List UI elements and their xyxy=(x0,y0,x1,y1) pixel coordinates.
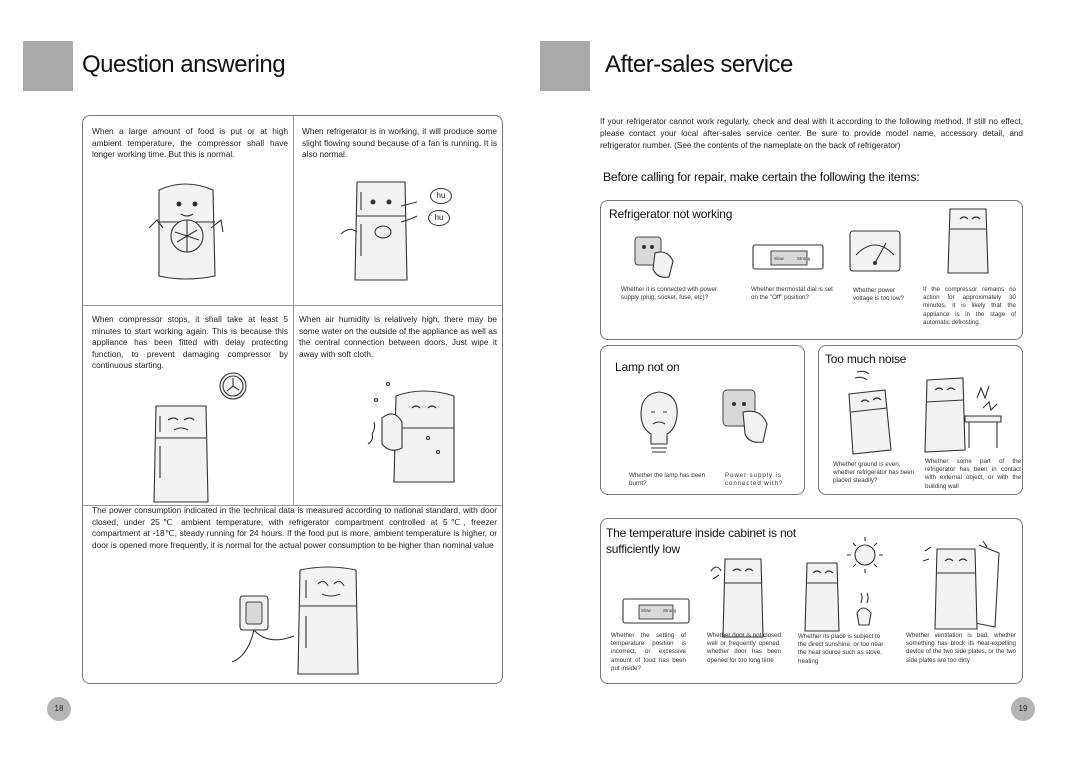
temperature-title-line1: The temperature inside cabinet is not xyxy=(606,526,797,540)
temp-dial-strong-label: Strong xyxy=(663,608,677,613)
noise-ground-text: Whether ground is even, whether refriger… xyxy=(833,461,915,485)
lamp-title: Lamp not on xyxy=(615,360,680,374)
right-page-title: After-sales service xyxy=(605,51,793,78)
lamp-socket-icon xyxy=(722,389,768,443)
qa-humidity-text: When air humidity is relatively high, th… xyxy=(299,314,497,359)
dial-slow-label: Slow xyxy=(774,256,784,261)
dial-strong-label: Strong xyxy=(797,256,811,261)
voltmeter-icon xyxy=(849,230,901,272)
left-page-title: Question answering xyxy=(82,51,286,78)
temp-door-text: Whether door is not closed well or frequ… xyxy=(707,632,781,664)
qa-panel: When a large amount of food is put or at… xyxy=(82,115,503,684)
noise-title: Too much noise xyxy=(825,352,907,366)
not-working-panel: Refrigerator not working Slow Strong Whe… xyxy=(600,200,1023,340)
check-thermostat-text: Whether thermostat dial is set on the "O… xyxy=(751,286,833,302)
left-header-box xyxy=(23,41,73,91)
qa-compressor-long-text: When a large amount of food is put or at… xyxy=(92,126,288,160)
check-power-supply-text: Whether it is connected with power suppl… xyxy=(621,286,717,302)
service-intro-text: If your refrigerator cannot work regular… xyxy=(600,117,1023,150)
not-working-title: Refrigerator not working xyxy=(609,207,733,221)
open-door-fridge-icon xyxy=(710,558,764,638)
sunshine-fridge-icon xyxy=(804,537,883,632)
temperature-dial-icon xyxy=(622,598,690,624)
temperature-title-line2: sufficiently low xyxy=(606,542,680,556)
hu-bubble-1: hu xyxy=(430,188,452,204)
fridge-wipe-illustration xyxy=(367,381,455,483)
fridge-touching-object-icon xyxy=(924,377,1002,453)
check-defrost-text: If the compressor remains no action for … xyxy=(923,286,1016,326)
temperature-panel: The temperature inside cabinet is not su… xyxy=(600,518,1023,684)
clock-icon xyxy=(219,372,247,400)
qa-power-consumption-text: The power consumption indicated in the t… xyxy=(92,505,497,550)
tilted-fridge-icon xyxy=(848,370,892,455)
lamp-power-text: Power supply is connected with? xyxy=(725,472,784,488)
hu-bubble-2: hu xyxy=(428,210,450,226)
lamp-burnt-text: Whether the lamp has been burnt? xyxy=(629,472,706,488)
fridge-food-illustration xyxy=(148,183,224,280)
noise-panel: Too much noise Whether ground is even, w… xyxy=(818,345,1023,495)
qa-vertical-divider xyxy=(293,116,294,505)
fridge-waiting-illustration xyxy=(153,405,209,503)
fridge-fan-sound-illustration xyxy=(340,181,418,281)
poor-ventilation-fridge-icon xyxy=(922,540,1000,630)
noise-contact-text: Whether some part of the refrigerator ha… xyxy=(925,458,1021,490)
thermostat-dial-icon xyxy=(752,244,824,270)
qa-flowing-sound-text: When refrigerator is in working, it will… xyxy=(302,126,497,160)
temp-ventilation-text: Whether ventilation is bad, whether some… xyxy=(906,632,1016,664)
temp-dial-slow-label: Slow xyxy=(641,608,651,613)
fridge-plugged-illustration xyxy=(231,566,359,675)
check-voltage-text: Whether power voltage is too low? xyxy=(853,287,904,303)
temp-setting-text: Whether the setting of temperature posit… xyxy=(611,632,686,672)
right-header-box xyxy=(540,41,590,91)
lamp-bulb-icon xyxy=(640,391,678,453)
qa-compressor-delay-text: When compressor stops, it shall take at … xyxy=(92,314,288,371)
service-subtitle: Before calling for repair, make certain … xyxy=(603,170,920,184)
lamp-panel: Lamp not on Whether the lamp has been bu… xyxy=(600,345,805,495)
qa-horizontal-divider-1 xyxy=(83,305,502,306)
plug-socket-icon xyxy=(634,236,674,278)
defrost-fridge-icon xyxy=(947,208,989,274)
right-page-number: 19 xyxy=(1011,697,1035,721)
temp-sunshine-text: Whether its place is subject to the dire… xyxy=(798,633,884,665)
left-page-number: 18 xyxy=(47,697,71,721)
qa-horizontal-divider-2 xyxy=(83,505,502,506)
